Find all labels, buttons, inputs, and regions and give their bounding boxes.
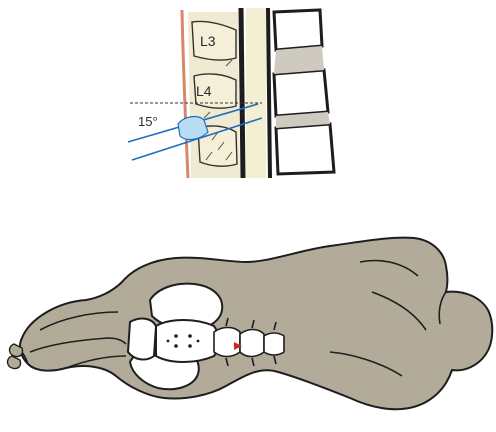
dura-posterior <box>241 8 243 178</box>
spine-sagittal-section: L3 L4 15° <box>128 8 334 178</box>
needle-hub <box>178 117 208 140</box>
label-l3: L3 <box>200 33 216 49</box>
patient-prone-top-view <box>8 238 493 410</box>
vertebral-body-middle <box>274 70 328 116</box>
vertebral-bodies <box>274 10 334 174</box>
ischium <box>128 319 156 360</box>
dura-anterior <box>268 8 270 178</box>
foot-toes <box>8 344 23 369</box>
posterior-skin-line <box>182 10 188 178</box>
vertebral-body-lower <box>276 124 334 174</box>
vertebral-body-upper <box>274 10 322 50</box>
label-angle: 15° <box>138 114 158 129</box>
sacrum <box>156 320 219 362</box>
spinal-canal <box>246 8 266 178</box>
label-l4: L4 <box>196 83 212 99</box>
